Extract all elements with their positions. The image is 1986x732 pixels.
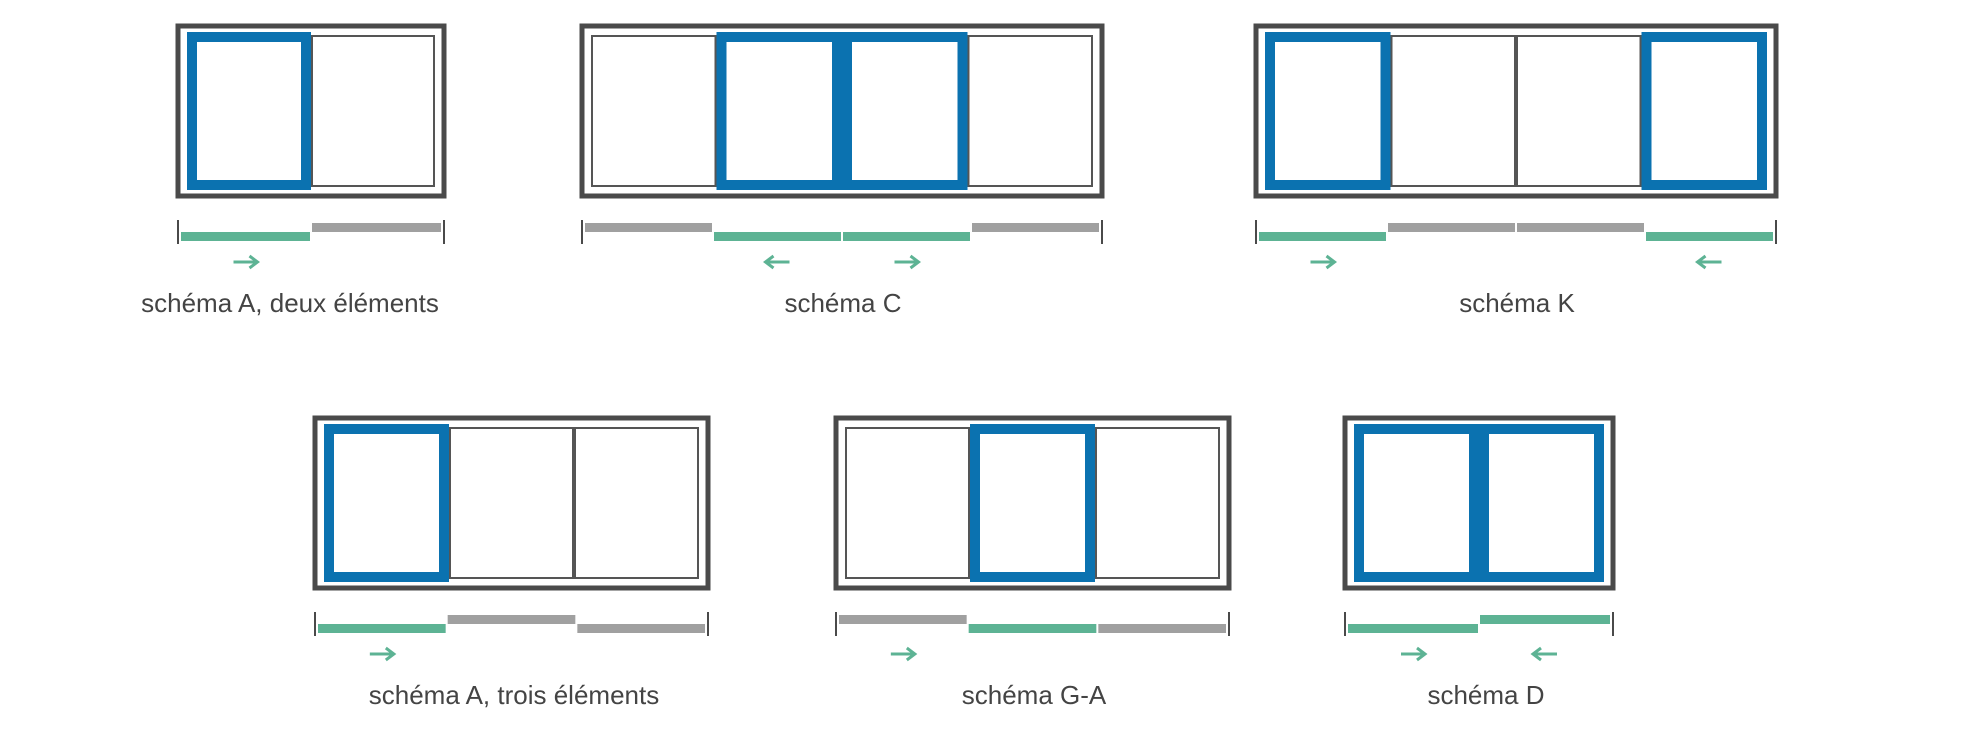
track-segment-active	[1480, 615, 1610, 624]
moving-sash	[324, 424, 449, 582]
fixed-panel	[311, 35, 435, 187]
moving-sash	[716, 32, 842, 190]
arrow-right-icon	[890, 646, 918, 662]
track-segment-inactive	[312, 223, 441, 232]
arrow-right-icon	[233, 254, 260, 270]
arrow-right-icon	[1310, 254, 1337, 270]
arrow-right-icon-head	[1416, 646, 1428, 662]
arrow-right-icon-head	[905, 646, 918, 662]
arrow-right-icon-head	[909, 254, 921, 270]
scheme-caption: schéma K	[1459, 288, 1575, 318]
fixed-panel	[967, 35, 1093, 187]
arrow-left-icon-head	[1695, 254, 1707, 270]
track-segment-inactive	[839, 615, 967, 624]
fixed-panel	[1390, 35, 1516, 187]
track-segment-active	[714, 232, 841, 241]
fixed-panel	[845, 427, 970, 579]
outer-frame	[579, 23, 1105, 199]
scheme-g-a: schéma G-A	[833, 415, 1232, 710]
scheme-caption: schéma A, trois éléments	[369, 680, 659, 710]
outer-frame	[175, 23, 447, 199]
arrow-right-icon-head	[384, 646, 397, 662]
arrow-left-icon	[763, 254, 790, 270]
arrow-left-icon-head	[1530, 646, 1542, 662]
outer-frame	[1253, 23, 1779, 199]
fixed-panel	[574, 427, 699, 579]
arrow-right-icon	[1401, 646, 1428, 662]
track-segment-active	[181, 232, 310, 241]
track-segment-active	[1646, 232, 1773, 241]
track-segment-active	[318, 624, 446, 633]
arrow-left-icon-head	[763, 254, 775, 270]
scheme-caption: schéma A, deux éléments	[141, 288, 439, 318]
track-segment-inactive	[972, 223, 1099, 232]
moving-sash	[842, 32, 968, 190]
track-segment-active	[1348, 624, 1478, 633]
track-segment-active	[968, 624, 1097, 633]
scheme-caption: schéma C	[784, 288, 901, 318]
moving-sash	[1479, 424, 1604, 582]
arrow-left-icon	[1695, 254, 1722, 270]
fixed-panel	[1516, 35, 1642, 187]
fixed-panel	[1095, 427, 1220, 579]
scheme-a-three-elements: schéma A, trois éléments	[312, 415, 711, 710]
scheme-k: schéma K	[1253, 23, 1779, 318]
scheme-c: schéma C	[579, 23, 1105, 318]
track-segment-inactive	[1388, 223, 1515, 232]
fixed-panel	[449, 427, 574, 579]
arrow-right-icon	[369, 646, 397, 662]
scheme-a-two-elements: schéma A, deux éléments	[141, 23, 447, 318]
moving-sash	[970, 424, 1095, 582]
arrow-left-icon	[1530, 646, 1557, 662]
track-segment-inactive	[447, 615, 576, 624]
track-segment-inactive	[577, 624, 705, 633]
track-segment-inactive	[1517, 223, 1644, 232]
track-segment-inactive	[585, 223, 712, 232]
track-segment-active	[1259, 232, 1386, 241]
arrow-right-icon-head	[248, 254, 260, 270]
scheme-caption: schéma G-A	[962, 680, 1107, 710]
scheme-d: schéma D	[1342, 415, 1616, 710]
outer-frame	[833, 415, 1232, 591]
arrow-right-icon	[894, 254, 921, 270]
track-segment-inactive	[1098, 624, 1226, 633]
outer-frame	[1342, 415, 1616, 591]
moving-sash	[1641, 32, 1767, 190]
fixed-panel	[591, 35, 717, 187]
moving-sash	[1265, 32, 1391, 190]
scheme-caption: schéma D	[1427, 680, 1544, 710]
arrow-right-icon-head	[1325, 254, 1337, 270]
moving-sash	[1354, 424, 1479, 582]
outer-frame	[312, 415, 711, 591]
moving-sash	[187, 32, 311, 190]
track-segment-active	[843, 232, 970, 241]
